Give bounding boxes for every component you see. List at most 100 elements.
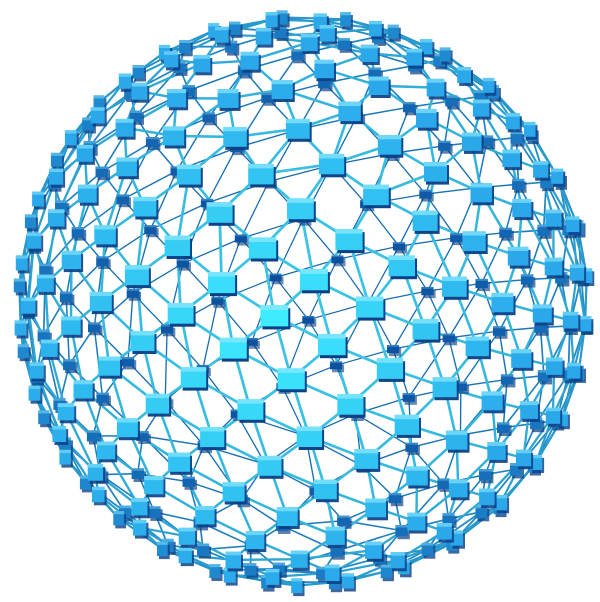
sphere-node bbox=[215, 27, 231, 46]
sphere-node bbox=[148, 506, 162, 521]
sphere-node bbox=[403, 393, 417, 405]
sphere-node bbox=[521, 274, 536, 287]
sphere-strut bbox=[343, 521, 401, 531]
sphere-node bbox=[473, 100, 491, 120]
sphere-node bbox=[133, 65, 146, 82]
sphere-node bbox=[246, 531, 266, 552]
sphere-node bbox=[218, 89, 241, 111]
sphere-node bbox=[419, 190, 433, 202]
sphere-node bbox=[96, 393, 111, 406]
sphere-node bbox=[258, 456, 284, 479]
sphere-node bbox=[318, 334, 348, 358]
sphere-node bbox=[117, 194, 132, 207]
sphere-node bbox=[512, 199, 533, 220]
sphere-node bbox=[421, 287, 435, 298]
sphere-node bbox=[413, 319, 441, 343]
sphere-node bbox=[177, 259, 191, 270]
sphere-node bbox=[32, 192, 46, 210]
sphere-node bbox=[422, 543, 436, 559]
sphere-node bbox=[438, 141, 453, 154]
sphere-node bbox=[248, 164, 276, 188]
sphere-node bbox=[220, 338, 249, 362]
sphere-node bbox=[256, 28, 274, 48]
sphere-node bbox=[545, 210, 563, 230]
sphere-node bbox=[209, 564, 222, 581]
sphere-node bbox=[389, 493, 404, 506]
sphere-node bbox=[563, 312, 581, 332]
sphere-node bbox=[165, 236, 192, 259]
sphere-node bbox=[424, 162, 449, 185]
sphere-node bbox=[524, 122, 538, 140]
sphere-node bbox=[223, 127, 249, 150]
sphere-node bbox=[545, 258, 565, 279]
sphere-node bbox=[365, 542, 384, 562]
sphere-node bbox=[403, 102, 418, 115]
sphere-node bbox=[195, 506, 216, 527]
sphere-node bbox=[508, 247, 531, 269]
sphere-node bbox=[133, 197, 158, 220]
sphere-node bbox=[127, 289, 141, 301]
sphere-node bbox=[30, 362, 46, 381]
sphere-node bbox=[338, 38, 352, 53]
sphere-node bbox=[48, 209, 67, 229]
sphere-node bbox=[38, 410, 51, 427]
sphere-node bbox=[226, 552, 244, 572]
sphere-node bbox=[462, 133, 484, 154]
sphere-node bbox=[291, 551, 310, 571]
sphere-node bbox=[168, 303, 196, 327]
sphere-node bbox=[122, 357, 137, 369]
sphere-node bbox=[78, 185, 99, 206]
sphere-node bbox=[335, 229, 364, 253]
sphere-node bbox=[363, 185, 391, 209]
sphere-node bbox=[502, 150, 522, 171]
sphere-node bbox=[413, 211, 440, 234]
sphere-node bbox=[393, 242, 407, 253]
sphere-node bbox=[179, 528, 197, 548]
sphere-node bbox=[462, 231, 487, 254]
sphere-node bbox=[211, 297, 225, 308]
sphere-node bbox=[193, 55, 212, 75]
sphere-node bbox=[466, 337, 491, 360]
sphere-node bbox=[63, 359, 78, 373]
sphere-node bbox=[302, 316, 316, 327]
sphere-node bbox=[533, 161, 550, 181]
sphere-node bbox=[433, 377, 459, 400]
sphere-node bbox=[119, 74, 133, 92]
sphere-node bbox=[197, 544, 211, 559]
sphere-node bbox=[132, 468, 147, 482]
sphere-strut bbox=[165, 329, 167, 401]
sphere-node bbox=[16, 255, 30, 273]
sphere-node bbox=[146, 394, 171, 417]
sphere-node bbox=[479, 469, 493, 483]
sphere-node bbox=[183, 477, 198, 490]
sphere-node bbox=[144, 225, 158, 237]
sphere-node bbox=[377, 358, 405, 382]
sphere-node bbox=[495, 495, 510, 513]
sphere-node bbox=[207, 202, 235, 226]
sphere-node bbox=[546, 408, 562, 427]
sphere-node bbox=[90, 292, 114, 314]
sphere-node bbox=[570, 265, 586, 284]
sphere-node bbox=[168, 453, 192, 475]
sphere-node bbox=[387, 345, 401, 356]
sphere-node bbox=[88, 322, 103, 335]
sphere-node bbox=[131, 498, 149, 518]
sphere-node bbox=[405, 443, 420, 455]
sphere-node bbox=[229, 22, 243, 38]
sphere-node bbox=[208, 272, 237, 296]
sphere-node bbox=[406, 466, 430, 488]
sphere-node bbox=[223, 482, 247, 504]
sphere-node bbox=[450, 233, 464, 245]
sphere-node bbox=[49, 169, 65, 188]
sphere-node bbox=[391, 552, 407, 571]
sphere-node bbox=[320, 25, 337, 45]
sphere-node bbox=[164, 51, 180, 70]
sphere-node bbox=[300, 269, 330, 293]
sphere-node bbox=[245, 563, 259, 579]
sphere-node bbox=[92, 487, 107, 506]
sphere-node bbox=[331, 256, 345, 267]
sphere-node bbox=[15, 320, 29, 338]
sphere-node bbox=[427, 79, 447, 100]
sphere-node bbox=[501, 374, 516, 387]
sphere-node bbox=[272, 80, 295, 102]
